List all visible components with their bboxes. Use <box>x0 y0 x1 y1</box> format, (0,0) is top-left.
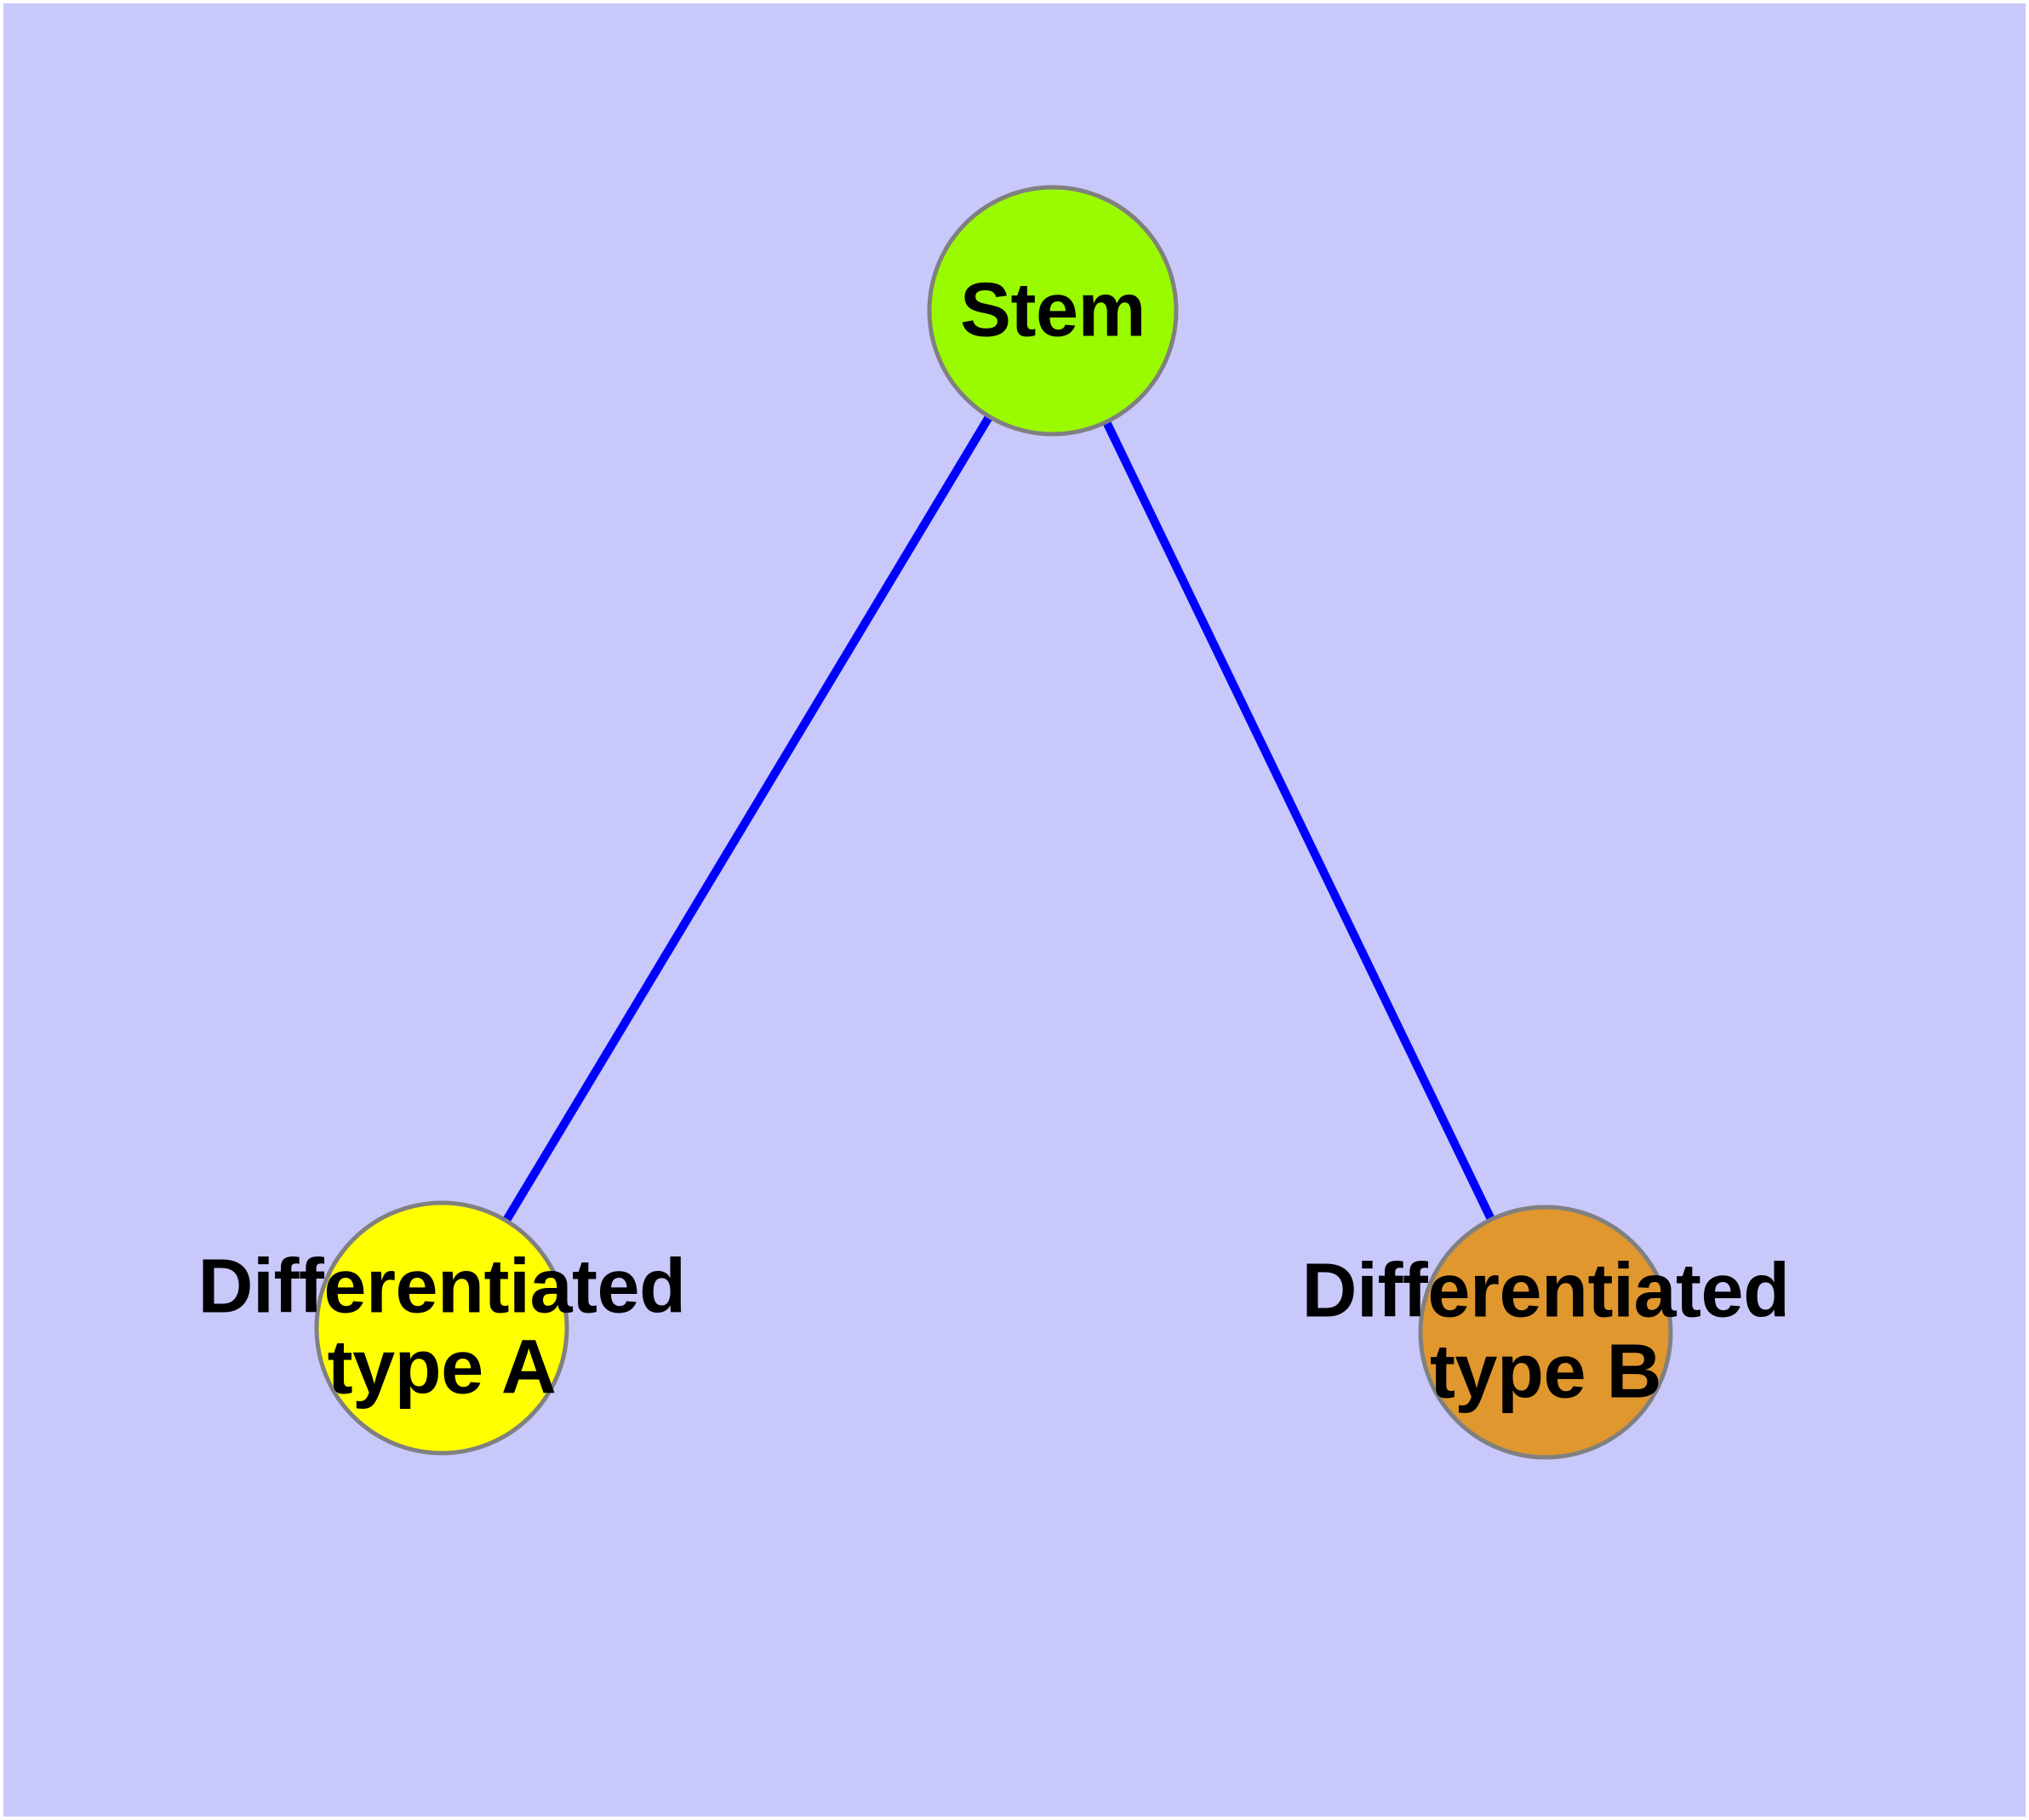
edge-stem-diff-b[interactable] <box>1049 308 1550 1335</box>
edge-layer <box>437 308 1550 1335</box>
node-circle-diff_b[interactable] <box>1418 1205 1673 1460</box>
node-circle-stem[interactable] <box>927 185 1179 437</box>
node-layer <box>314 185 1673 1460</box>
edge-stem-diff-a[interactable] <box>437 308 1057 1331</box>
node-circle-diff_a[interactable] <box>314 1200 569 1456</box>
